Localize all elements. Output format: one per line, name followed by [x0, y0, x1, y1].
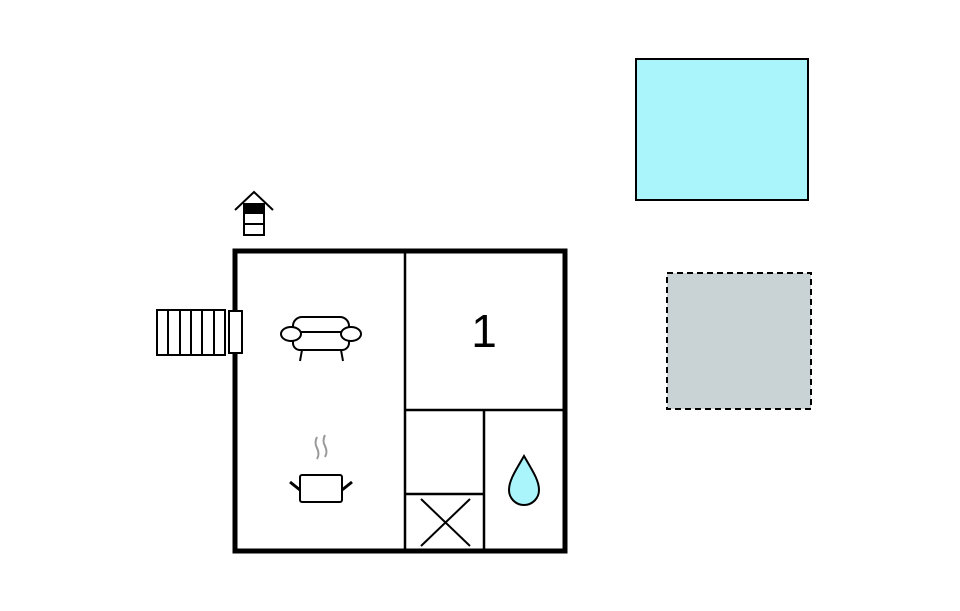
pool — [635, 58, 809, 201]
walls — [232, 248, 568, 554]
door-icon — [228, 310, 243, 354]
entrance-arrow-icon — [234, 190, 274, 236]
cooking-pot-icon — [289, 434, 353, 503]
bedroom-number: 1 — [471, 305, 497, 357]
x-mark-icon — [420, 498, 471, 547]
stairs-icon — [156, 309, 226, 356]
water-drop-icon — [507, 453, 541, 506]
sofa-icon — [280, 316, 362, 362]
terrace — [666, 272, 812, 410]
